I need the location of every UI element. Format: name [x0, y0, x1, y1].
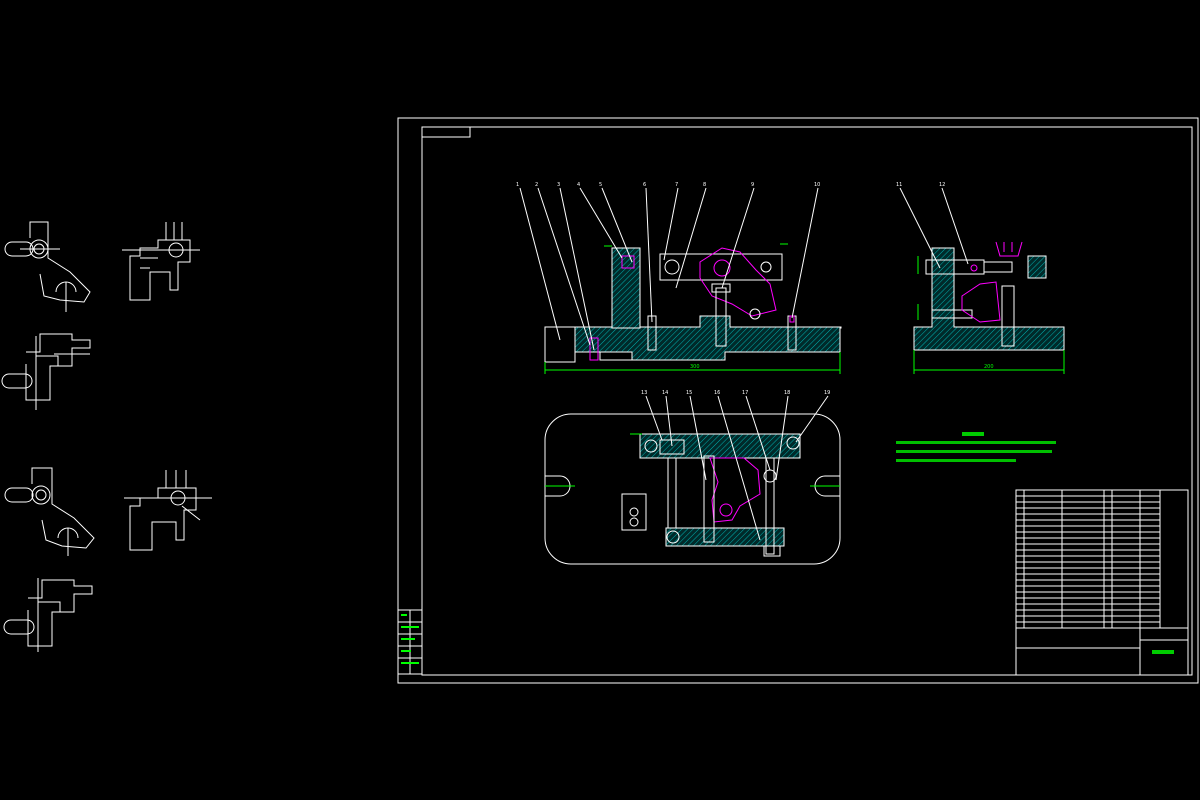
workpiece-sketch-1: [4, 221, 91, 312]
balloon-7: 7: [675, 182, 678, 188]
workpiece-sketches: [1, 221, 212, 652]
side-view: 200 11 12: [896, 182, 1065, 374]
base-left-end: [544, 326, 576, 363]
technical-requirements: [896, 432, 1056, 462]
workpiece-sketch-4: [4, 467, 95, 556]
tech-req-heading: [962, 432, 984, 436]
parts-list-table: [1015, 489, 1189, 676]
balloon-18: 18: [784, 390, 790, 396]
workpiece-sketch-3: [1, 333, 91, 410]
balloon-11: 11: [896, 182, 902, 188]
side-block: [1027, 255, 1047, 279]
sheet-inner-border: [421, 126, 1193, 676]
front-view: 300: [544, 243, 842, 374]
balloon-5: 5: [599, 182, 602, 188]
balloon-8: 8: [703, 182, 706, 188]
balloon-15: 15: [686, 390, 692, 396]
balloon-13: 13: [641, 390, 647, 396]
front-length-dim: 300: [690, 364, 700, 370]
workpiece-sketch-6: [3, 578, 93, 652]
top-base-outline: [544, 413, 841, 565]
workpiece-outline-side: [961, 241, 1023, 323]
balloon-1: 1: [516, 182, 519, 188]
balloon-4: 4: [577, 182, 580, 188]
revision-table: [397, 609, 423, 675]
balloon-17: 17: [742, 390, 748, 396]
locating-pin-top: [621, 255, 635, 269]
top-lower-bar-section: [665, 527, 785, 547]
sheet-corner-label-box: [421, 126, 471, 138]
balloon-9: 9: [751, 182, 754, 188]
clamp-screw: [715, 287, 727, 347]
base-recess: [599, 351, 633, 361]
top-view: 13 14 15 16 17 18 19: [544, 390, 841, 565]
balloon-12: 12: [939, 182, 945, 188]
front-view-leaders: 1 2 3 4 5 6 7 8 9 10: [516, 182, 820, 351]
balloon-19: 19: [824, 390, 830, 396]
balloon-6: 6: [643, 182, 646, 188]
balloon-3: 3: [557, 182, 560, 188]
detail-block: [621, 493, 647, 531]
side-length-dim: 200: [984, 364, 994, 370]
balloon-2: 2: [535, 182, 538, 188]
workpiece-sketch-2: [122, 222, 200, 301]
drawing-title: [1152, 650, 1174, 654]
balloon-16: 16: [714, 390, 720, 396]
workpiece-outline-top: [709, 457, 761, 523]
sheet-outer-border: [397, 117, 1199, 684]
locating-pin-base: [589, 337, 599, 361]
workpiece-sketch-5: [124, 470, 212, 551]
balloon-14: 14: [662, 390, 668, 396]
balloon-10: 10: [814, 182, 820, 188]
